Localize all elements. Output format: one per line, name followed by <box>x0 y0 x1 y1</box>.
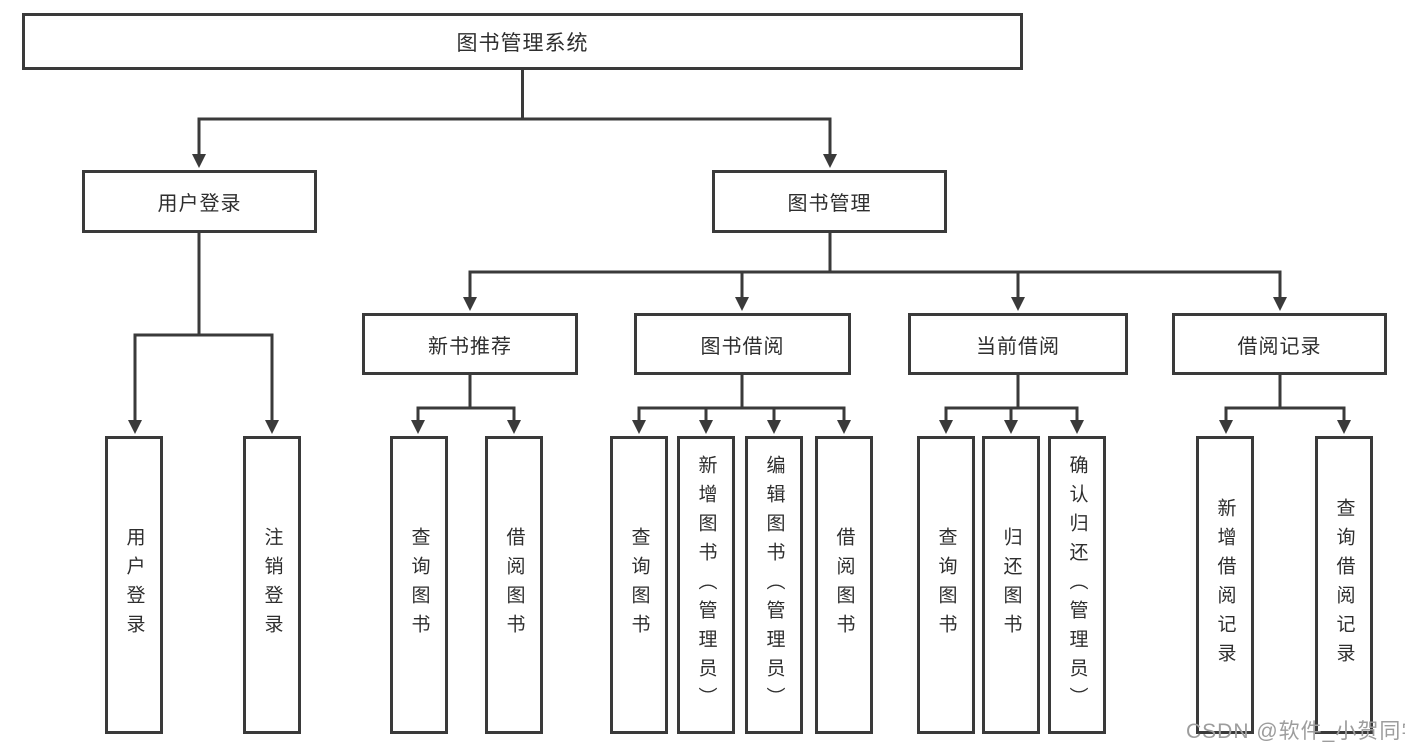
node-book-management: 图书管理 <box>712 170 947 233</box>
node-book-borrowing: 图书借阅 <box>634 313 851 375</box>
book-management-branch <box>463 233 1287 311</box>
leaf-query-books-current: 查询图书 <box>917 436 975 734</box>
node-library-system: 图书管理系统 <box>22 13 1023 70</box>
new-book-branch <box>411 375 521 434</box>
user-login-branch <box>128 233 279 434</box>
leaf-add-books-admin: 新增图书（管理员） <box>677 436 735 734</box>
leaf-confirm-return-admin: 确认归还（管理员） <box>1048 436 1106 734</box>
borrowing-records-branch <box>1219 375 1351 434</box>
node-current-borrowing: 当前借阅 <box>908 313 1128 375</box>
node-new-book-recommend: 新书推荐 <box>362 313 578 375</box>
leaf-query-books-borrowing: 查询图书 <box>610 436 668 734</box>
leaf-logout: 注销登录 <box>243 436 301 734</box>
leaf-query-books-recommend: 查询图书 <box>390 436 448 734</box>
book-borrowing-branch <box>632 375 851 434</box>
leaf-edit-books-admin: 编辑图书（管理员） <box>745 436 803 734</box>
node-user-login: 用户登录 <box>82 170 317 233</box>
leaf-borrow-books-recommend: 借阅图书 <box>485 436 543 734</box>
leaf-query-borrow-record: 查询借阅记录 <box>1315 436 1373 734</box>
leaf-add-borrow-record: 新增借阅记录 <box>1196 436 1254 734</box>
csdn-watermark: CSDN @软件_小贺同学 <box>1186 720 1405 743</box>
leaf-return-books: 归还图书 <box>982 436 1040 734</box>
node-borrowing-records: 借阅记录 <box>1172 313 1387 375</box>
current-borrowing-branch <box>939 375 1084 434</box>
leaf-borrow-books-borrowing: 借阅图书 <box>815 436 873 734</box>
leaf-user-login: 用户登录 <box>105 436 163 734</box>
root-branch <box>192 70 837 168</box>
